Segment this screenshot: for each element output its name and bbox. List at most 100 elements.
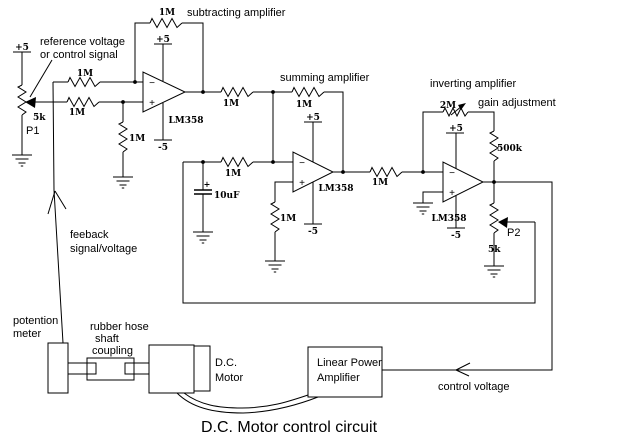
motor-body-box xyxy=(148,344,195,394)
resistor-1m xyxy=(220,86,254,98)
supply-plus5-label: +5 xyxy=(306,113,320,123)
motor-label-line1: D.C. xyxy=(215,357,237,369)
p1-resistor-zigzag xyxy=(16,84,27,116)
opamp-noninverting-input-sign: + xyxy=(299,178,305,189)
lpa-label-line2: Amplifier xyxy=(317,372,360,384)
reference-annotation: reference voltage or control signal xyxy=(29,36,125,98)
control-voltage-wire xyxy=(382,181,553,371)
feedback-label-line1: feeback xyxy=(70,229,109,241)
plus5-supply xyxy=(304,121,322,162)
minus5-supply xyxy=(447,195,465,229)
resistor-1m-label: 1M xyxy=(159,8,175,18)
coupling-label-line2: shaft xyxy=(95,333,119,345)
coupling-insert-left xyxy=(86,362,97,375)
opamp-part-label: LM358 xyxy=(318,184,353,194)
summing-amplifier-label: summing amplifier xyxy=(280,72,370,84)
motor-label-line2: Motor xyxy=(215,372,243,384)
capacitor-polarity-sign: + xyxy=(204,179,211,189)
p1-ref-label: P1 xyxy=(26,125,39,137)
opamp-noninverting-input-sign: + xyxy=(149,98,155,109)
coupling-insert-right xyxy=(124,362,135,375)
control-voltage-label: control voltage xyxy=(438,381,510,393)
p1-reference-potentiometer: +5 5k P1 xyxy=(11,43,46,167)
subtracting-amplifier: 1M subtracting amplifier +5 -5 − + LM358… xyxy=(112,7,286,189)
linear-power-amplifier: Linear Power Amplifier xyxy=(307,346,383,398)
coupling-label-line1: rubber hose xyxy=(90,321,149,333)
reference-voltage-label-line2: or control signal xyxy=(40,49,118,61)
ground-icon xyxy=(192,231,214,244)
resistor-1m xyxy=(149,17,183,29)
opamp-part-label: LM358 xyxy=(168,116,203,126)
coupling-label-line3: coupling xyxy=(92,345,133,357)
control-voltage-line: control voltage xyxy=(382,181,553,393)
p2-gain-potentiometer: P2 5k xyxy=(182,162,536,304)
shaft-left xyxy=(67,362,88,375)
resistor-1m-label: 1M xyxy=(69,108,85,118)
feedback-wire xyxy=(52,81,64,344)
ground-icon xyxy=(483,265,505,278)
resistor-1m-label: 1M xyxy=(77,69,93,79)
potentiometer-label-line2: meter xyxy=(13,328,41,340)
supply-minus5-label: -5 xyxy=(451,231,461,241)
potentiometer-label-line1: potention xyxy=(13,315,58,327)
subtractor-input-network: 1M 1M xyxy=(28,69,143,118)
dc-motor-assembly: D.C. Motor xyxy=(148,344,319,414)
ground-icon xyxy=(264,260,286,273)
lpa-label-line1: Linear Power xyxy=(317,357,382,369)
minus5-supply xyxy=(154,103,172,141)
supply-plus5-label: +5 xyxy=(15,43,29,53)
opamp-triangle xyxy=(142,71,187,113)
summing-input-network: 1M 1M 1M + 10uF xyxy=(183,86,344,244)
opamp-noninverting-input-sign: + xyxy=(449,188,455,199)
diagram-title: D.C. Motor control circuit xyxy=(201,419,378,436)
resistor-1m-label: 1M xyxy=(296,100,312,110)
resistor-500k xyxy=(488,130,499,162)
opamp-triangle xyxy=(442,161,485,203)
ground-icon xyxy=(412,202,434,215)
shaft-right xyxy=(133,362,151,375)
plus5-supply xyxy=(154,43,172,81)
resistor-1m xyxy=(269,201,280,233)
inverting-amplifier: inverting amplifier gain adjustment 2M 5… xyxy=(412,78,556,241)
p2-wiper-arrow xyxy=(498,217,508,228)
resistor-500k-label: 500k xyxy=(497,144,523,154)
p2-value-label: 5k xyxy=(488,245,501,255)
resistor-1m xyxy=(66,96,100,108)
resistor-1m xyxy=(220,156,254,168)
p2-resistor-zigzag xyxy=(488,202,499,234)
capacitor-value-label: 10uF xyxy=(214,191,240,201)
resistor-2m-label: 2M xyxy=(440,101,456,111)
p2-feedback-routing-wire xyxy=(182,162,536,304)
resistor-1m xyxy=(117,121,128,153)
motor-lead-wire-1 xyxy=(183,392,309,409)
capacitor-plates xyxy=(194,189,212,195)
minus5-supply xyxy=(304,182,322,225)
supply-plus5-label: +5 xyxy=(156,35,170,45)
opamp-triangle xyxy=(292,151,335,193)
resistor-1m xyxy=(369,166,403,178)
opamp-inverting-input-sign: − xyxy=(299,158,305,169)
resistor-1m xyxy=(291,86,325,98)
inverting-amplifier-label: inverting amplifier xyxy=(430,78,517,90)
resistor-1m-label: 1M xyxy=(225,169,241,179)
opamp-part-label: LM358 xyxy=(431,214,466,224)
trimmer-arrowhead xyxy=(458,103,466,110)
feedback-label-line2: signal/voltage xyxy=(70,243,137,255)
gain-adjustment-label: gain adjustment xyxy=(478,97,556,109)
annotation-pointer-line xyxy=(29,59,53,98)
supply-minus5-label: -5 xyxy=(308,227,318,237)
linear-power-amplifier-box xyxy=(307,346,383,398)
motor-end-plate xyxy=(193,345,211,392)
resistor-1m-label: 1M xyxy=(129,134,145,144)
reference-voltage-label-line1: reference voltage xyxy=(40,36,125,48)
summing-amplifier: summing amplifier +5 -5 − + LM358 1M 1M xyxy=(264,72,443,273)
motor-lead-wire-2 xyxy=(176,392,319,414)
resistor-1m-label: 1M xyxy=(280,214,296,224)
feedback-signal-line: feeback signal/voltage xyxy=(47,81,137,344)
p2-ref-label: P2 xyxy=(507,227,520,239)
supply-plus5-label: +5 xyxy=(449,124,463,134)
junction-dots xyxy=(121,80,496,184)
supply-minus5-label: -5 xyxy=(158,143,168,153)
